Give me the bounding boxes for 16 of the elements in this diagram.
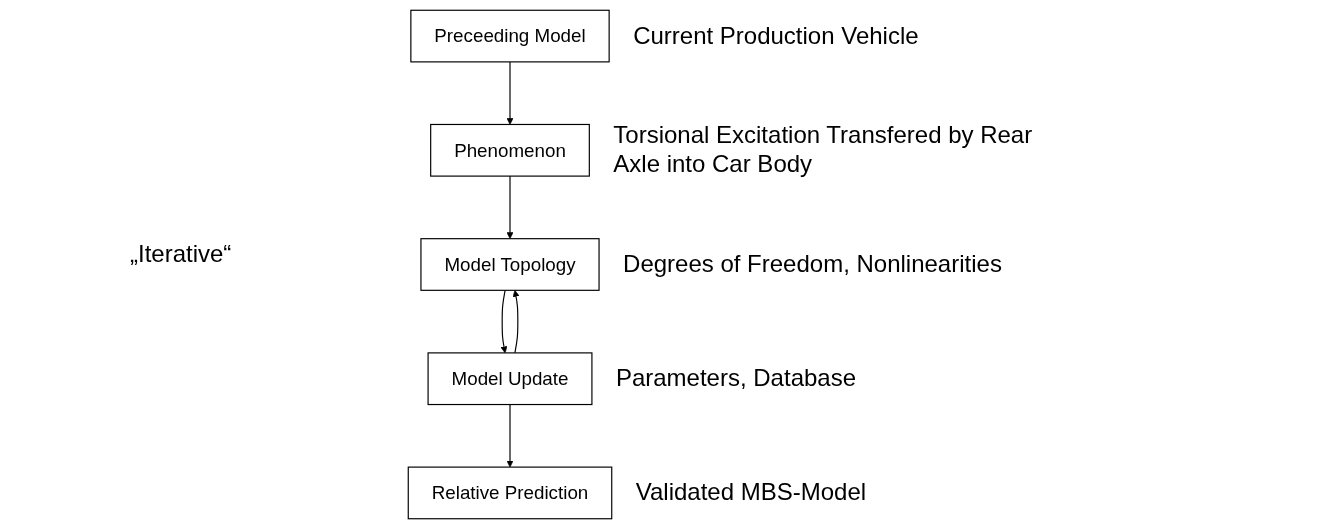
node-box: Model Update xyxy=(427,352,593,406)
beside-text: Degrees of Freedom, Nonlinearities xyxy=(623,250,1002,279)
beside-text: Parameters, Database xyxy=(615,364,857,393)
node-box: Preceeding Model xyxy=(410,9,610,63)
node-box: Phenomenon xyxy=(430,123,590,177)
beside-text: Torsional Excitation Transfered by Rear Axle into Car Body xyxy=(613,121,1034,179)
beside-text: Validated MBS-Model xyxy=(635,478,867,508)
arrow xyxy=(506,403,514,468)
beside-text: Current Production Vehicle xyxy=(633,21,919,51)
arrow xyxy=(512,290,520,354)
note-text: „Iterative“ xyxy=(130,240,232,268)
node-box: Model Topology xyxy=(420,238,600,291)
arrow xyxy=(506,175,514,239)
arrow xyxy=(500,289,508,354)
arrow xyxy=(506,61,514,125)
node-box: Relative Prediction xyxy=(407,466,613,520)
